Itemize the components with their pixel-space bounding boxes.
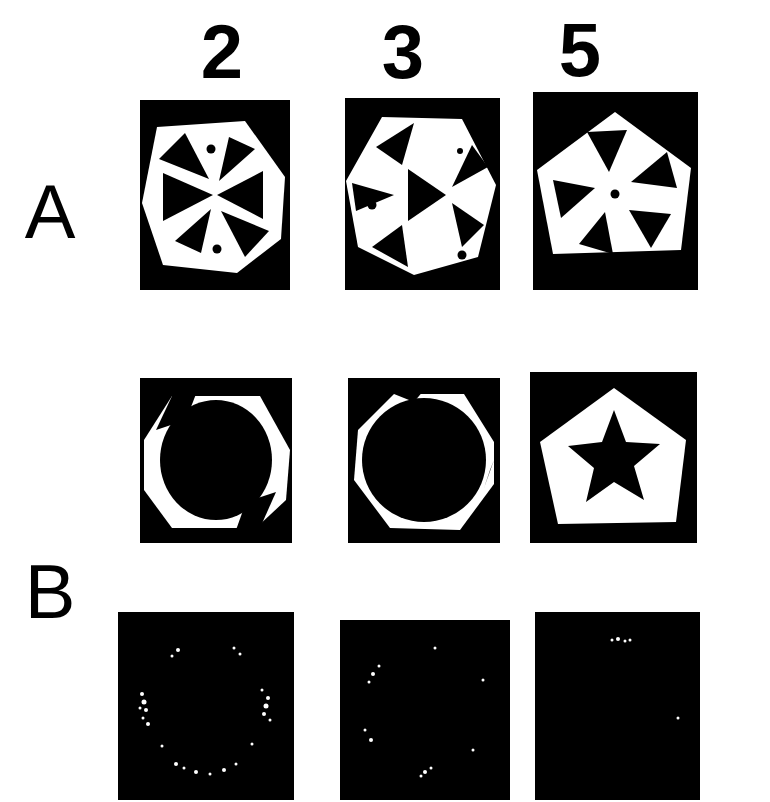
pattern-panel (348, 378, 500, 543)
row-letter: A (25, 174, 76, 250)
pattern-panel (530, 372, 697, 543)
pattern-panel (533, 92, 698, 290)
pattern-panel (345, 98, 500, 290)
speckle-panel (118, 612, 294, 800)
column-number: 2 (201, 14, 243, 90)
column-number: 5 (559, 12, 601, 88)
speckle-panel (535, 612, 700, 800)
speckle-panel (340, 620, 510, 800)
row-letter: B (25, 554, 76, 630)
pattern-panel (140, 378, 292, 543)
column-number: 3 (382, 14, 424, 90)
pattern-panel (140, 100, 290, 290)
